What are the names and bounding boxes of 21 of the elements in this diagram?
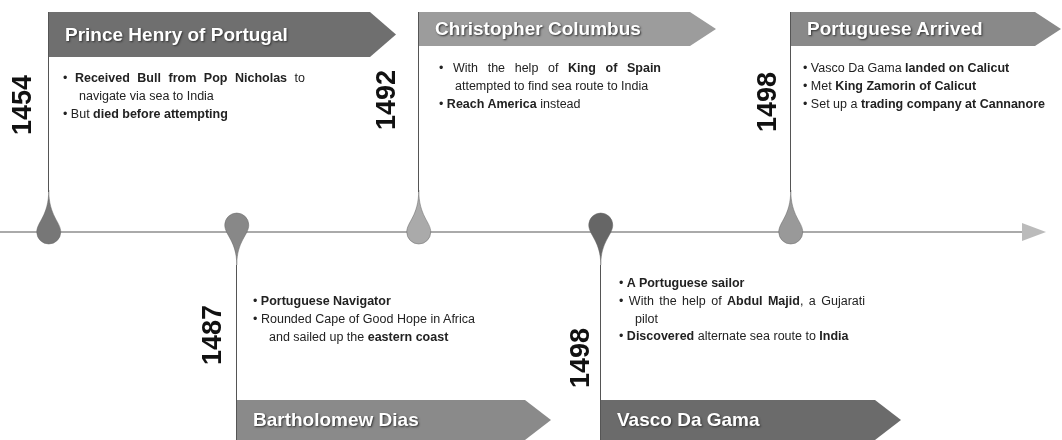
bullet-text: • Set up a trading company at Cannanore <box>803 95 1046 113</box>
heading-banner: Portuguese Arrived <box>791 12 1061 46</box>
year-label: 1498 <box>564 327 596 389</box>
bullet-text: • Met King Zamorin of Calicut <box>803 77 978 95</box>
bullet-text: • Rounded Cape of Good Hope in Africa and sailed up the eastern coast <box>253 310 475 346</box>
event-card <box>48 12 398 192</box>
heading-banner: Vasco Da Gama <box>601 400 901 440</box>
heading-banner: Prince Henry of Portugal <box>49 12 396 57</box>
event-card <box>790 12 1062 192</box>
heading-banner: Bartholomew Dias <box>237 400 551 440</box>
year-label: 1487 <box>196 304 228 366</box>
bullet-text: • Portuguese Navigator <box>253 293 392 310</box>
bullet-text: • Reach America instead <box>439 95 582 113</box>
bullet-text: • But died before attempting <box>63 105 229 123</box>
year-label: 1454 <box>6 74 38 136</box>
bullet-text: • Vasco Da Gama landed on Calicut <box>803 60 1011 77</box>
bullet-text: • Discovered alternate sea route to India <box>619 328 850 346</box>
year-label: 1492 <box>370 69 402 131</box>
year-label: 1498 <box>751 71 783 133</box>
bullet-text: • A Portuguese sailor <box>619 275 746 292</box>
heading-banner: Christopher Columbus <box>419 12 716 46</box>
